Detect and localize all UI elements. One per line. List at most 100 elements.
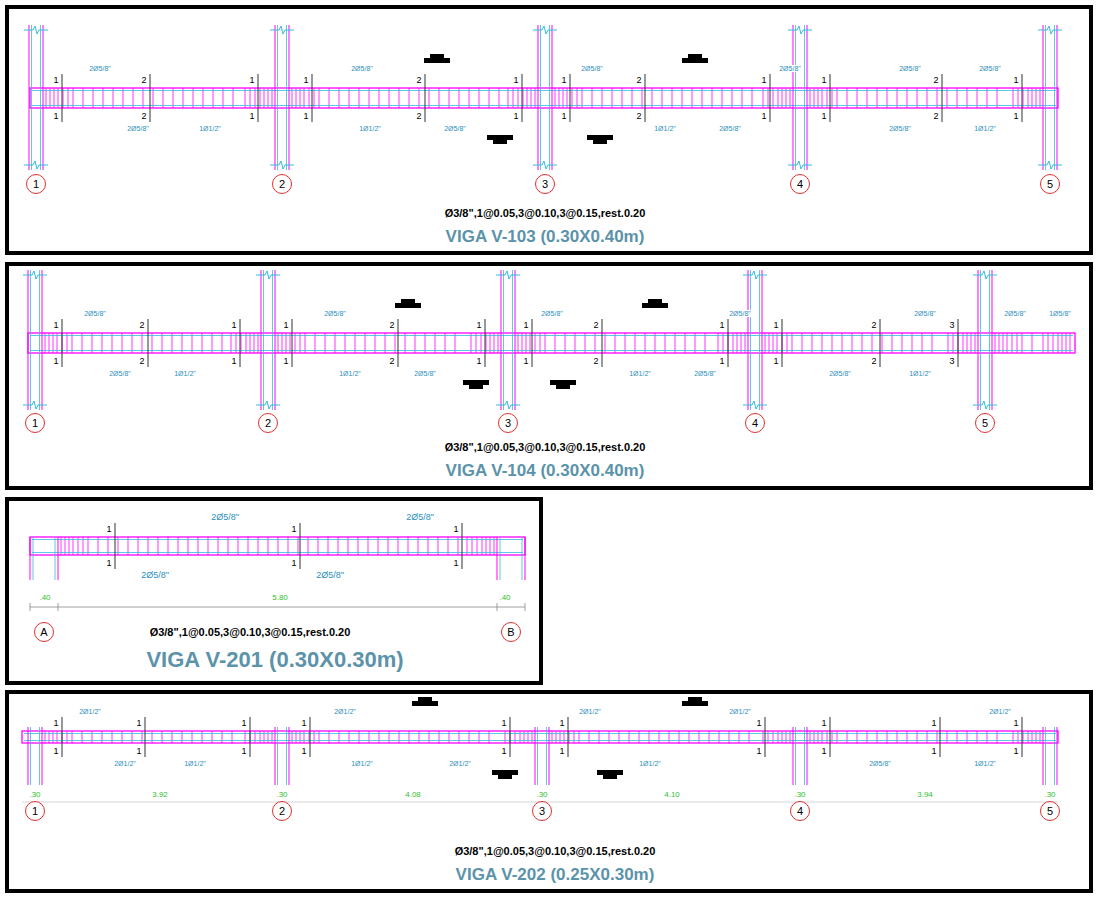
beam-title: VIGA V-103 (0.30X0.40m): [446, 227, 645, 247]
stirrup: [712, 88, 713, 108]
section-mark: 1: [135, 719, 142, 728]
column-line: [286, 727, 287, 785]
stirrup: [625, 333, 626, 353]
column-line: [538, 25, 539, 170]
stirrup: [1012, 333, 1013, 353]
section-mark: 2: [932, 112, 939, 121]
cutoff-symbol: [401, 299, 415, 303]
stirrup: [152, 731, 153, 743]
stirrup: [250, 88, 251, 108]
column-line: [748, 270, 749, 410]
column-line: [807, 25, 808, 170]
section-mark: 1: [300, 747, 307, 756]
stirrup: [335, 333, 336, 353]
section-cut: [148, 319, 149, 367]
stirrup: [518, 333, 519, 353]
stirrup: [296, 88, 297, 108]
dimension: .30: [275, 791, 288, 799]
stirrup: [315, 333, 316, 353]
section-mark: 1: [560, 112, 567, 121]
dimension-tick: [58, 603, 59, 611]
stirrup: [439, 88, 440, 108]
stirrup: [887, 88, 888, 108]
section-cut: [1022, 74, 1023, 122]
section-mark: 1: [512, 76, 519, 85]
stirrup: [827, 88, 828, 108]
stirrup: [355, 333, 356, 353]
section-mark: 1: [52, 719, 59, 728]
stirrup: [702, 88, 703, 108]
stirrup: [1013, 88, 1014, 108]
stirrup: [222, 731, 223, 743]
section-mark: 2: [138, 321, 145, 330]
grid-axis-bubble: 2: [272, 801, 292, 821]
stirrup: [556, 731, 557, 743]
rebar-callout: 1Ø1/2": [638, 760, 662, 767]
stirrup: [102, 333, 103, 353]
stirrup: [304, 731, 305, 743]
grid-axis-bubble: B: [501, 622, 521, 642]
stirrup: [742, 88, 743, 108]
stirrup: [662, 88, 663, 108]
stirrup: [515, 731, 516, 743]
section-mark: 1: [1012, 719, 1019, 728]
stirrup: [897, 88, 898, 108]
column-line: [40, 25, 41, 170]
stirrup: [319, 88, 320, 108]
beam-panel: Ø3/8",1@0.05,3@0.10,3@0.15,rest.0.20VIGA…: [5, 5, 1093, 255]
stirrup: [569, 731, 570, 743]
section-cut: [532, 319, 533, 367]
rebar-callout: 2Ø5/8": [405, 513, 435, 522]
section-cut: [645, 74, 646, 122]
stirrup: [489, 88, 490, 108]
stirrup: [559, 88, 560, 108]
stirrup: [365, 333, 366, 353]
stirrup: [1023, 88, 1024, 108]
cutoff-symbol: [424, 58, 450, 63]
stirrup: [264, 731, 265, 743]
stirrup: [399, 731, 400, 743]
section-cut: [510, 717, 511, 757]
stirrup: [1048, 333, 1049, 353]
stirrup: [379, 88, 380, 108]
stirrup: [212, 333, 213, 353]
axis-label: B: [507, 627, 514, 638]
column-line: [552, 25, 553, 170]
stirrup: [83, 88, 84, 108]
stirrup: [639, 731, 640, 743]
section-mark: 2: [870, 321, 877, 330]
column-line: [549, 727, 550, 785]
stirrup: [777, 333, 778, 353]
axis-label: 5: [1047, 806, 1053, 817]
section-mark: 3: [948, 357, 955, 366]
stirrup: [245, 88, 246, 108]
stirrup: [182, 333, 183, 353]
section-cut: [765, 717, 766, 757]
section-mark: 1: [820, 747, 827, 756]
break-mark: [496, 271, 520, 279]
break-mark: [24, 161, 48, 169]
cutoff-symbol: [412, 701, 438, 706]
stirrup: [769, 333, 770, 353]
stirrup-spec: Ø3/8",1@0.05,3@0.10,3@0.15,rest.0.20: [445, 441, 646, 453]
section-cut: [292, 319, 293, 367]
stirrup: [540, 333, 541, 353]
column-line: [42, 727, 43, 785]
stirrup: [567, 88, 568, 108]
rebar-line: [30, 335, 1073, 336]
section-mark: 1: [718, 357, 725, 366]
stirrup: [595, 333, 596, 353]
cutoff-symbol: [418, 697, 432, 701]
section-mark: 1: [290, 559, 297, 568]
column-line: [497, 537, 498, 580]
beam-title: VIGA V-104 (0.30X0.40m): [446, 461, 645, 481]
rebar-callout: 2Ø5/8": [1003, 310, 1027, 317]
break-mark: [788, 26, 812, 34]
stirrup: [737, 333, 738, 353]
cutoff-symbol: [597, 770, 623, 775]
column-line: [750, 270, 751, 410]
column-line: [28, 270, 29, 410]
stirrup: [948, 333, 949, 353]
stirrup: [409, 88, 410, 108]
stirrup: [505, 731, 506, 743]
